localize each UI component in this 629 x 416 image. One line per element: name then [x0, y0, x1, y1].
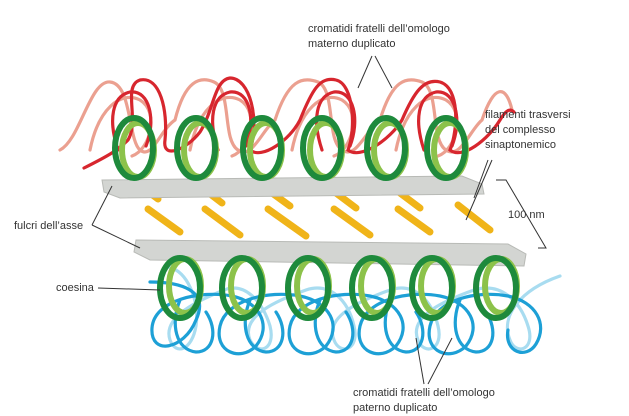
cohesin-ring — [409, 255, 456, 321]
cohesin-rings-top — [112, 115, 469, 181]
paternal-label-line1: cromatidi fratelli dell’omologo — [353, 387, 495, 399]
axis-leader-line — [91, 224, 141, 249]
paternal-dark-chromatid — [148, 280, 543, 356]
cohesin-label: coesina — [56, 282, 95, 294]
transverse-filament — [394, 205, 434, 236]
cohesin-leader-line — [97, 287, 161, 291]
transverse-filament — [454, 201, 494, 234]
cohesin-ring — [285, 255, 332, 321]
labels: cromatidi fratelli dell’omologo materno … — [14, 23, 571, 414]
maternal-label-line1: cromatidi fratelli dell’omologo — [308, 23, 450, 35]
paternal-label-line2: paterno duplicato — [353, 402, 437, 414]
cohesin-ring — [473, 255, 520, 321]
cohesin-ring — [364, 115, 409, 181]
paternal-leader-line — [427, 337, 453, 385]
transverse-label-line3: sinaptonemico — [485, 139, 556, 151]
transverse-leader-line — [473, 159, 489, 199]
paternal-chromatids — [148, 266, 562, 356]
cohesin-ring — [349, 255, 396, 321]
cohesin-rings-bottom — [157, 255, 520, 321]
cohesin-ring — [219, 255, 266, 321]
scale-label: 100 nm — [508, 209, 545, 221]
scale-bracket — [496, 179, 547, 249]
axis-label: fulcri dell’asse — [14, 220, 83, 232]
cohesin-ring — [300, 115, 345, 181]
leader-lines — [91, 55, 547, 385]
cohesin-ring — [157, 255, 204, 321]
maternal-leader-line — [357, 55, 373, 89]
upper-axis — [101, 175, 485, 199]
transverse-filament — [201, 205, 244, 239]
maternal-leader-line — [374, 55, 393, 89]
transverse-leader-line — [465, 159, 493, 221]
transverse-label-line2: del complesso — [485, 124, 555, 136]
transverse-label-line1: filamenti trasversi — [485, 109, 571, 121]
maternal-label-line2: materno duplicato — [308, 38, 395, 50]
cohesin-ring — [112, 115, 157, 181]
transverse-filament — [144, 205, 184, 236]
transverse-filament — [330, 205, 374, 239]
cohesin-ring — [240, 115, 285, 181]
axis-leader-line — [91, 185, 113, 226]
cohesin-ring — [424, 115, 469, 181]
cohesin-ring — [174, 115, 219, 181]
transverse-filament — [264, 205, 310, 240]
paternal-leader-line — [415, 337, 425, 385]
